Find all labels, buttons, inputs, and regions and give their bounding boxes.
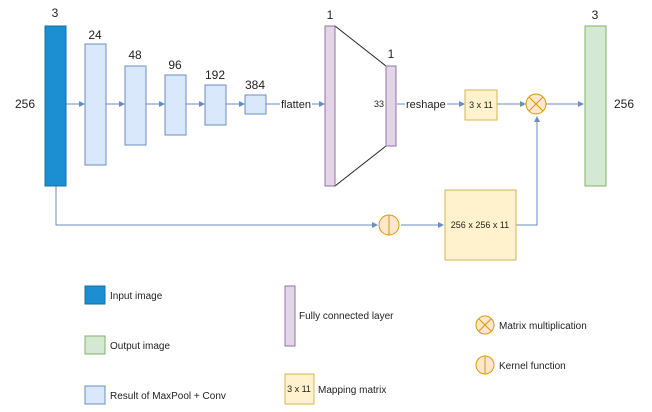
legend-fc-label: Fully connected layer [299,311,394,322]
legend-kernel-label: Kernel function [499,361,566,372]
mapping-small-label: 3 x 11 [469,100,493,110]
legend-conv-label: Result of MaxPool + Conv [110,391,226,402]
legend-mapping-box-label: 3 x 11 [287,384,311,394]
legend-input-swatch [84,285,106,305]
kernel-function-icon [378,214,400,236]
conv-2-label: 48 [128,48,142,62]
legend: Input image Output image Result of MaxPo… [84,285,587,405]
conv-1-label: 24 [88,28,102,42]
mapping-large-label: 256 x 256 x 11 [451,220,509,230]
conv-block-3 [164,74,187,136]
arrow-input-kernel [55,186,378,228]
legend-kernel-icon [475,355,495,375]
reshape-label: reshape [406,99,446,111]
fc-output-layer [385,65,397,147]
legend-mapping-swatch [284,373,315,405]
legend-conv-swatch [84,385,106,405]
legend-input-label: Input image [110,291,163,302]
input-channels-label: 3 [52,6,59,20]
legend-multiply-label: Matrix multiplication [499,321,587,332]
conv-5-label: 384 [245,78,265,92]
matrix-multiplication-icon [525,93,547,115]
conv-block-4 [204,84,227,126]
connectors [55,101,584,228]
output-image-block [584,25,607,187]
legend-output-label: Output image [110,341,170,352]
output-channels-label: 3 [592,8,599,22]
fc-out-size-label: 33 [374,99,384,109]
conv-block-1 [84,43,107,166]
fc-in-label: 1 [327,8,334,22]
legend-fc-swatch [284,285,296,347]
conv-4-label: 192 [205,68,225,82]
legend-mapping-label: Mapping matrix [318,385,386,396]
arrow-mapping-multiply-up [516,116,540,226]
legend-output-swatch [84,335,106,355]
conv-3-label: 96 [168,58,182,72]
mapping-matrix-large [444,189,517,261]
legend-multiply-icon [475,315,495,335]
fc-input-layer [324,25,336,187]
conv-block-5 [244,94,267,115]
output-size-label: 256 [614,97,634,111]
mapping-matrix-small [464,89,498,121]
input-size-label: 256 [15,97,35,111]
input-image-block [44,25,67,187]
flatten-label: flatten [281,99,311,111]
fc-out-label: 1 [388,47,395,61]
conv-block-2 [124,65,147,146]
